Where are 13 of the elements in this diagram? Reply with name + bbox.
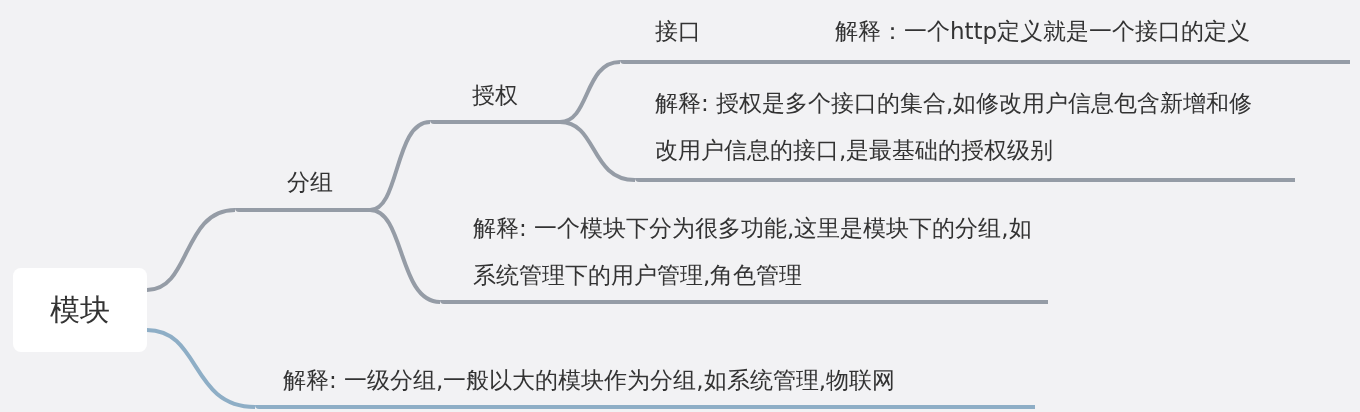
root-topic-box xyxy=(13,268,147,352)
topic-label: 接口 xyxy=(655,17,702,46)
note-text: 解释: 授权是多个接口的集合,如修改用户信息包含新增和修改用户信息的接口,是最基础的授权级别 xyxy=(655,89,1254,165)
branch-connector xyxy=(146,208,236,292)
note-text: 解释: 一个模块下分为很多功能,这里是模块下的分组,如系统管理下的用户管理,角色管理 xyxy=(473,214,1033,290)
note-text: 解释：一个http定义就是一个接口的定义 xyxy=(835,17,1252,46)
branch-connector xyxy=(369,208,441,304)
topic-label: 授权 xyxy=(472,81,519,110)
topic-label: 分组 xyxy=(287,168,334,197)
branch-connector xyxy=(146,328,256,409)
root-topic-label: 模块 xyxy=(49,291,111,329)
note-text: 解释: 一级分组,一般以大的模块作为分组,如系统管理,物联网 xyxy=(283,366,896,395)
branch-connector xyxy=(559,120,636,182)
